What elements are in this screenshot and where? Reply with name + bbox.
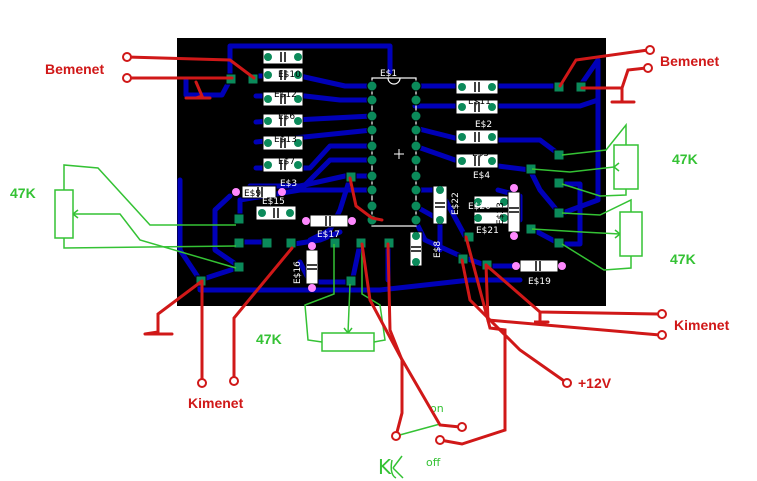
cap-e23-label: E$23 — [496, 202, 506, 225]
cap-e22-label: E$22 — [451, 192, 461, 215]
pot-bottom-body — [321, 332, 375, 352]
cap-e8-label: E$8 — [433, 241, 443, 258]
left-capacitor-stack: E$10 E$12 E$6 E$13 E$7 E$3 — [262, 49, 304, 189]
pot-right-bottom-label: 47K — [670, 251, 696, 267]
pot-left-label: 47K — [10, 185, 36, 201]
cap-e6-label: E$6 — [278, 112, 295, 122]
cap-e15-label: E$15 — [262, 197, 285, 207]
cap-e2-label: E$2 — [475, 120, 492, 130]
cap-e7-label: E$7 — [278, 157, 295, 167]
cap-e16-label: E$16 — [293, 261, 303, 284]
cap-e10-label: E$10 — [278, 70, 301, 80]
output-left-label: Kimenet — [188, 395, 244, 411]
cap-e21-label: E$21 — [476, 226, 499, 236]
switch-k-label: K — [378, 455, 392, 479]
ic-e1-label: E$1 — [380, 69, 397, 79]
switch-off-label: off — [426, 456, 441, 469]
wire-endpoints — [122, 45, 667, 445]
input-left-label: Bemenet — [45, 61, 104, 77]
cap-e11-label: E$11 — [468, 97, 491, 107]
cap-e5-label: E$5 — [472, 149, 489, 159]
cap-e19-label: E$19 — [528, 277, 551, 287]
cap-e3-label: E$3 — [280, 179, 297, 189]
cap-e13-label: E$13 — [274, 135, 297, 145]
output-right-label: Kimenet — [674, 317, 730, 333]
potentiometer-wiring — [54, 122, 643, 479]
pot-bottom-label: 47K — [256, 331, 282, 347]
input-right-label: Bemenet — [660, 53, 719, 69]
pot-right-bottom-body — [619, 211, 643, 257]
lower-right-components: E$22 E$8 E$20 E$21 E$23 E$19 — [409, 184, 566, 287]
signal-wiring — [125, 48, 662, 446]
cap-e12-label: E$12 — [274, 90, 297, 100]
lower-left-components: E$9 E$15 E$17 E$16 — [232, 185, 356, 292]
pot-right-top-label: 47K — [672, 151, 698, 167]
cap-e9-label: E$9 — [244, 189, 261, 199]
right-capacitor-stack: E$11 E$2 E$5 E$4 — [455, 79, 499, 181]
pot-right-top-body — [613, 144, 639, 190]
pot-left-body — [54, 189, 74, 239]
power-label: +12V — [578, 375, 612, 391]
cap-e17-label: E$17 — [317, 230, 340, 240]
cap-e4-label: E$4 — [473, 171, 490, 181]
cap-e20-label: E$20 — [468, 202, 491, 212]
